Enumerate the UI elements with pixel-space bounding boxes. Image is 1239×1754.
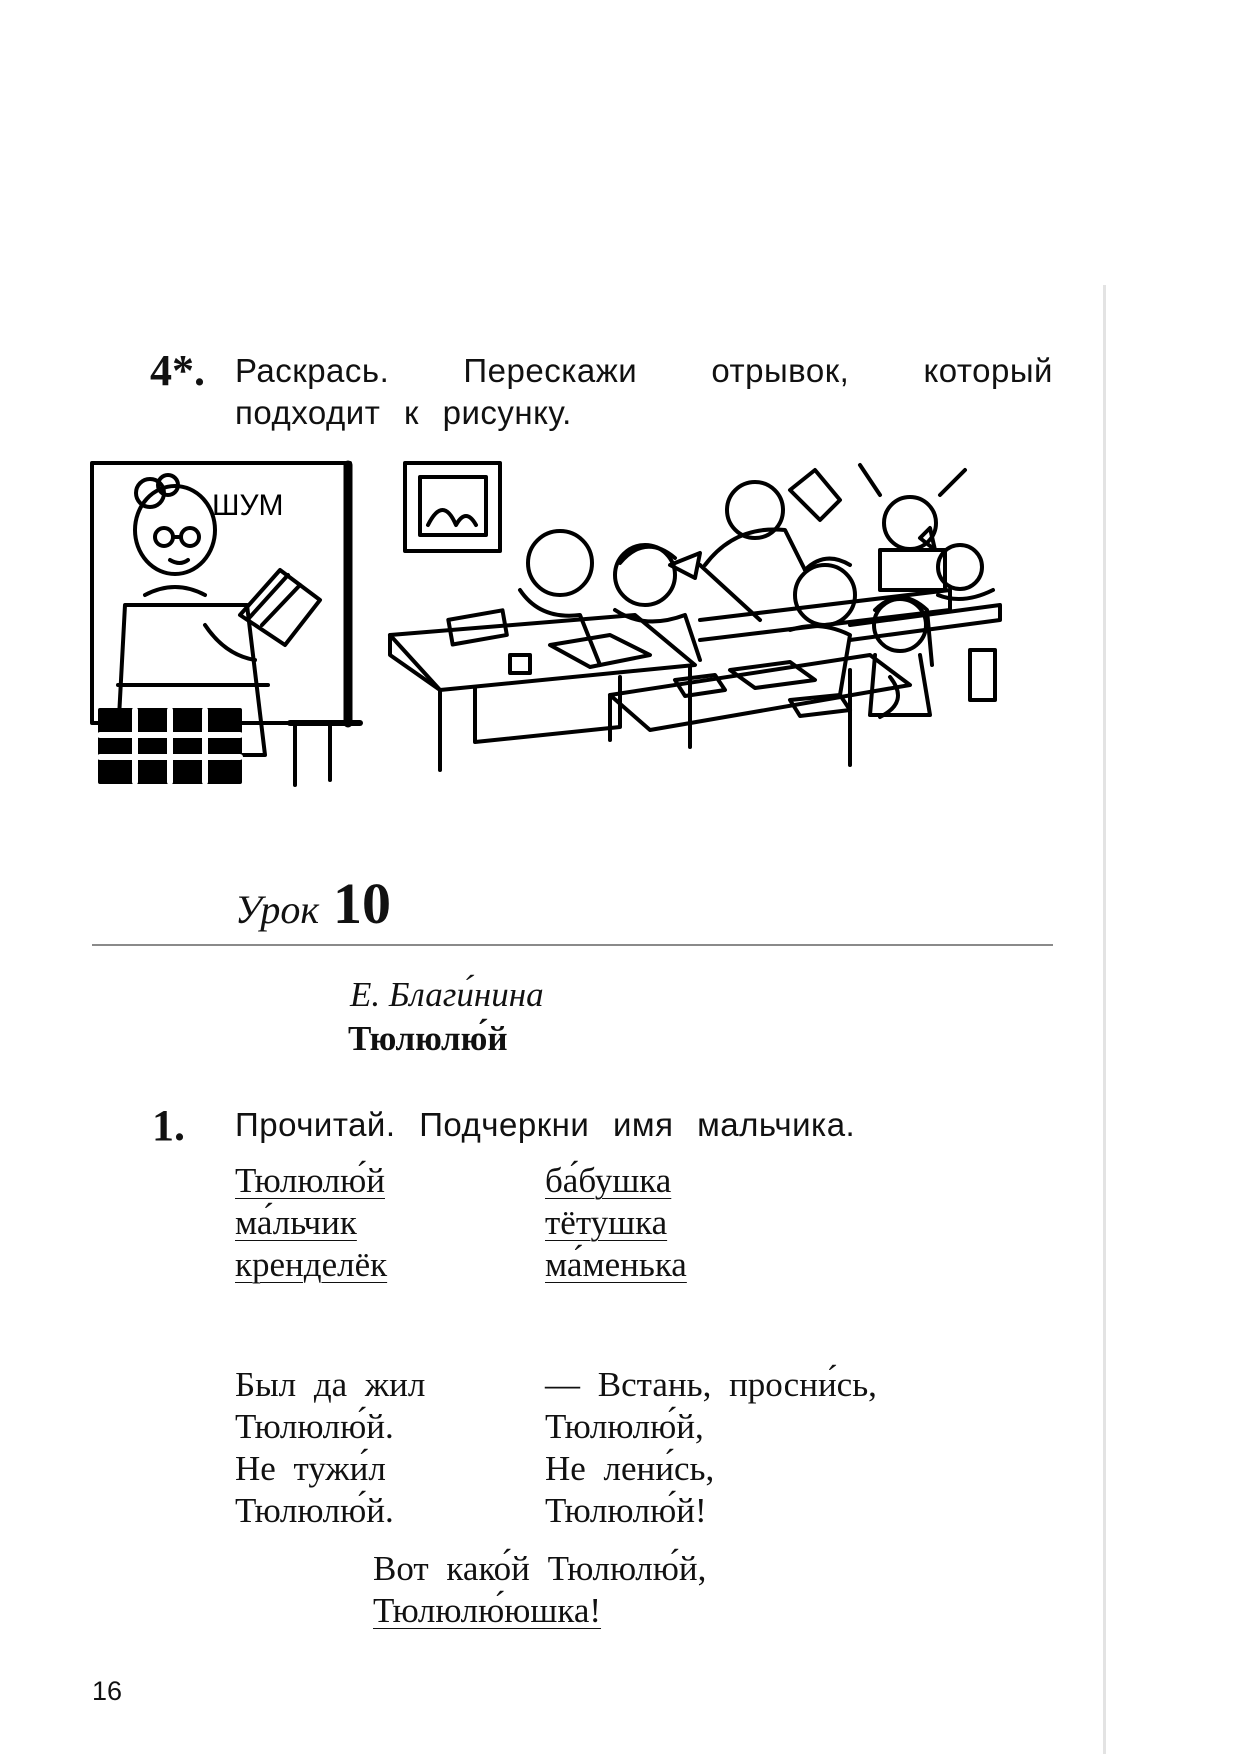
poem-line: Не лени́сь, — [545, 1449, 715, 1488]
task-4-instruction-line-1: Раскрась. Перескажи отрывок, который — [235, 352, 1053, 389]
page-edge-shadow — [1103, 285, 1106, 1754]
task-1-instruction: Прочитай. Подчеркни имя мальчика. — [235, 1106, 856, 1143]
task-1-number: 1. — [152, 1101, 185, 1150]
lesson-divider — [92, 944, 1053, 946]
poem-final-stanza: Вот како́й Тюлюлю́й, Тюлюлю́юшка! — [373, 1548, 706, 1632]
poem-line: Тюлюлю́й. — [235, 1407, 394, 1446]
lesson-word: Урок — [235, 887, 320, 932]
word-item: тётушка — [545, 1203, 668, 1242]
poem-line: Тюлюлю́й! — [545, 1491, 707, 1530]
word-item: ма́менька — [545, 1245, 687, 1284]
author-name: Е. Благи́нина — [350, 975, 544, 1014]
task-4-instruction-line-2: подходит к рисунку. — [235, 394, 572, 431]
board-text: ШУМ — [212, 489, 284, 522]
task-4-number: 4*. — [150, 346, 205, 395]
poem-line: — Встань, просни́сь, — [545, 1365, 877, 1404]
poem-right-stanza: — Встань, просни́сь, Тюлюлю́й, Не лени́с… — [545, 1364, 877, 1532]
poem-line: Тюлюлю́юшка! — [373, 1591, 602, 1630]
poem-line: Не тужи́л — [235, 1449, 386, 1488]
poem-left-stanza: Был да жил Тюлюлю́й. Не тужи́л Тюлюлю́й. — [235, 1364, 425, 1532]
poem-line: Тюлюлю́й. — [235, 1491, 394, 1530]
word-item: кренделёк — [235, 1245, 388, 1284]
poem-line: Вот како́й Тюлюлю́й, — [373, 1549, 707, 1588]
poem-line: Был да жил — [235, 1365, 426, 1404]
poem-line: Тюлюлю́й, — [545, 1407, 704, 1446]
page-number: 16 — [92, 1676, 123, 1706]
word-item: ма́льчик — [235, 1203, 357, 1242]
lesson-number: 10 — [333, 871, 392, 936]
word-item: ба́бушка — [545, 1161, 672, 1200]
words-left-column: Тюлюлю́й ма́льчик кренделёк — [235, 1160, 387, 1286]
classroom-illustration: ШУМ — [90, 460, 1002, 787]
words-right-column: ба́бушка тётушка ма́менька — [545, 1160, 687, 1286]
word-item: Тюлюлю́й — [235, 1161, 385, 1200]
text-title: Тюлюлю́й — [348, 1019, 508, 1058]
lesson-heading: Урок 10 — [235, 870, 391, 937]
